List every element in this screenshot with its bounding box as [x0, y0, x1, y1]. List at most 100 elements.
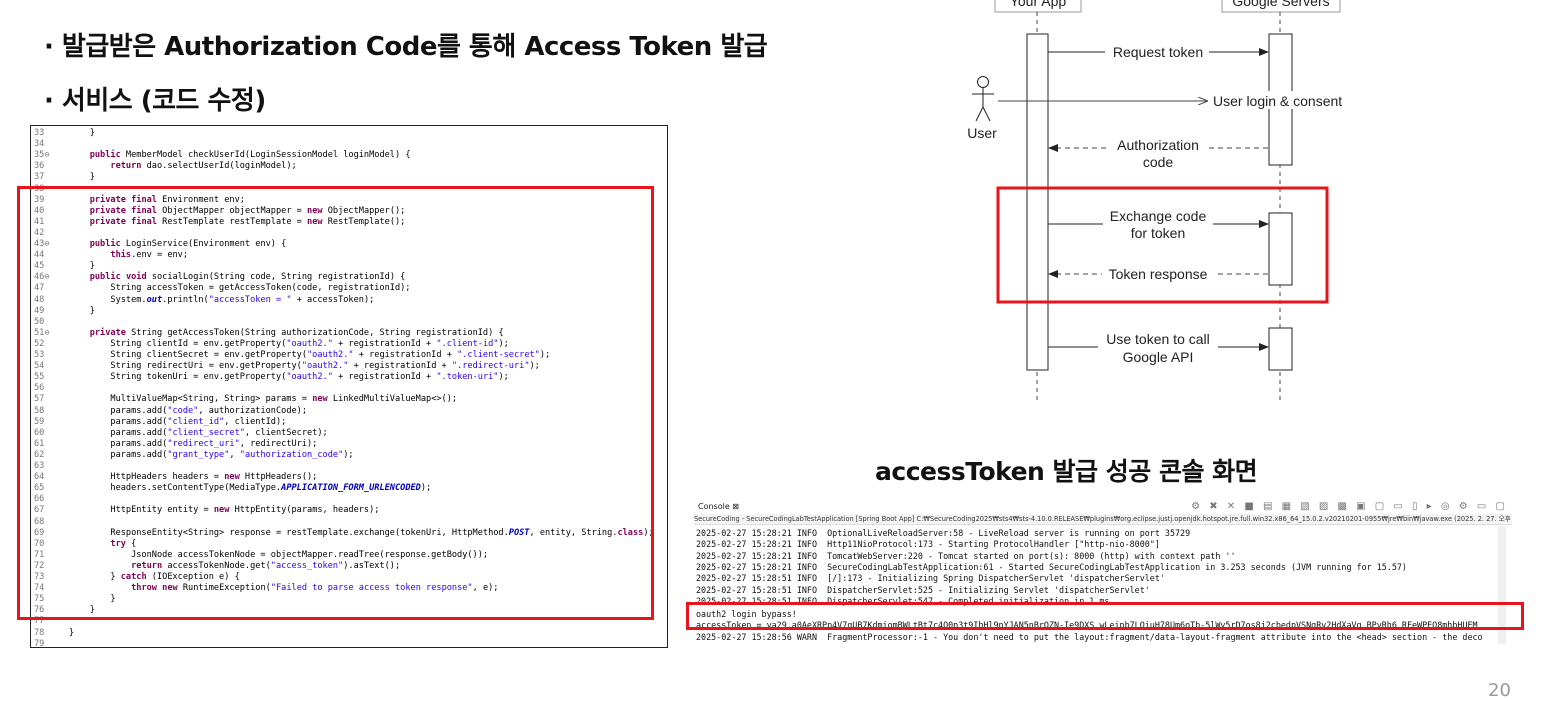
code-text: String clientId = env.getProperty("oauth… [69, 338, 509, 349]
code-line: 33 } [31, 128, 95, 139]
code-line: 51⊖ private String getAccessToken(String… [31, 328, 504, 339]
console-section-title: accessToken 발급 성공 콘솔 화면 [875, 457, 1258, 486]
code-line: 60 params.add("client_secret", clientSec… [31, 428, 328, 439]
code-line: 68 [31, 517, 69, 528]
code-line: 65 headers.setContentType(MediaType.APPL… [31, 483, 431, 494]
code-line: 43⊖ public LoginService(Environment env)… [31, 239, 286, 250]
code-line: 35⊖ public MemberModel checkUserId(Login… [31, 150, 411, 161]
code-line: 42 [31, 228, 69, 239]
code-text: public void socialLogin(String code, Str… [89, 272, 406, 283]
code-text: return accessTokenNode.get("access_token… [131, 560, 401, 571]
console-line: oauth2 login bypass! [696, 609, 797, 620]
console-toolbar-icons[interactable]: ⚙ ✖ ✕ ■ ▤ ▦ ▧ ▨ ▩ ▣ ▢ ▭ ▯ ▸ ◎ ⚙ ▭ ▢ [1191, 501, 1508, 512]
line-number: 60 [34, 427, 45, 438]
code-line: 59 params.add("client_id", clientId); [31, 417, 286, 428]
line-number: 52 [34, 338, 45, 349]
line-number: 53 [34, 350, 45, 360]
your-app-activation [1026, 33, 1049, 371]
code-line: 58 params.add("code", authorizationCode)… [31, 406, 307, 417]
code-text: JsonNode accessTokenNode = objectMapper.… [69, 549, 489, 560]
line-number: 68 [34, 516, 45, 527]
code-line: 47 String accessToken = getAccessToken(c… [31, 283, 410, 294]
line-number: 57 [34, 394, 45, 405]
google-activation-3 [1268, 327, 1293, 371]
google-servers-box [1221, 0, 1341, 13]
line-number: 59 [34, 416, 45, 427]
line-number: 70 [34, 538, 45, 549]
code-text: String redirectUri = env.getProperty("oa… [69, 361, 540, 372]
line-number: 79 [34, 638, 45, 648]
line-number: 55 [34, 372, 45, 383]
line-number: 71 [34, 549, 45, 560]
exchange-highlight-box [996, 186, 1329, 304]
code-line: 67 HttpEntity entity = new HttpEntity(pa… [31, 505, 379, 516]
code-text: params.add("grant_type", "authorization_… [69, 449, 354, 460]
console-scrollbar[interactable] [1498, 526, 1506, 644]
code-text: String accessToken = getAccessToken(code… [69, 283, 411, 294]
line-number: 36 [34, 161, 45, 172]
code-line: 63 [31, 461, 69, 472]
token-response-label: Token response [1109, 266, 1208, 282]
code-text: public MemberModel checkUserId(LoginSess… [89, 150, 411, 161]
code-text: private final Environment env; [89, 194, 245, 205]
line-number: 49 [34, 305, 45, 316]
console-line: 2025-02-27 15:28:21 INFO Http11NioProtoc… [696, 539, 1160, 550]
console-line: 2025-02-27 15:28:51 INFO [/]:173 - Initi… [696, 573, 1165, 584]
code-line: 75 } [31, 594, 116, 605]
line-number: 56 [34, 383, 45, 394]
code-text: } [69, 128, 95, 138]
code-text: params.add("redirect_uri", redirectUri); [69, 438, 318, 449]
code-line: 56 [31, 383, 69, 394]
code-text: params.add("client_id", clientId); [69, 416, 287, 427]
code-line: 54 String redirectUri = env.getProperty(… [31, 361, 540, 372]
code-text: throw new RuntimeException("Failed to pa… [131, 583, 499, 594]
code-line: 77 [31, 616, 69, 627]
code-line: 37 } [31, 172, 95, 183]
line-number: 42 [34, 227, 45, 238]
line-number: 41 [34, 216, 45, 227]
code-text: params.add("client_secret", clientSecret… [69, 427, 328, 438]
use-token-label-2: Google API [1123, 349, 1194, 365]
code-text: String tokenUri = env.getProperty("oauth… [69, 372, 509, 383]
line-number: 58 [34, 405, 45, 416]
line-number: 77 [34, 616, 45, 627]
code-line: 45 } [31, 261, 95, 272]
line-number: 48 [34, 294, 45, 305]
line-number: 34 [34, 139, 45, 150]
user-login-label: User login & consent [1213, 93, 1342, 109]
code-line: 64 HttpHeaders headers = new HttpHeaders… [31, 472, 317, 483]
code-text: } [69, 305, 95, 316]
line-number: 62 [34, 449, 45, 460]
oauth-sequence-diagram: Your App Google Servers User Request tok… [967, 0, 1356, 400]
console-line: 2025-02-27 15:28:56 WARN FragmentProcess… [696, 631, 1483, 642]
line-number: 66 [34, 494, 45, 505]
console-launch-path: SecureCoding - SecureCodingLabTestApplic… [694, 514, 1512, 525]
user-label: User [967, 125, 997, 141]
line-number: 43⊖ [34, 239, 50, 249]
code-text: } [69, 594, 116, 605]
code-text: } [69, 261, 95, 272]
line-number: 63 [34, 461, 45, 471]
code-text: System.out.println("accessToken = " + ac… [69, 294, 375, 305]
code-line: 71 JsonNode accessTokenNode = objectMapp… [31, 550, 488, 561]
authorization-code-label-1: Authorization [1117, 137, 1199, 153]
console-line: 2025-02-27 15:28:51 INFO DispatcherServl… [696, 584, 1150, 595]
request-token-label: Request token [1113, 44, 1203, 60]
code-text: private String getAccessToken(String aut… [89, 327, 504, 338]
code-line: 62 params.add("grant_type", "authorizati… [31, 450, 354, 461]
use-token-label-1: Use token to call [1106, 331, 1210, 347]
bullet-heading-1: · 발급받은 Authorization Code를 통해 Access Tok… [44, 32, 768, 62]
console-tab[interactable]: Console ⊠ [698, 502, 740, 511]
console-line: 2025-02-27 15:28:21 INFO TomcatWebServer… [696, 550, 1236, 561]
code-line: 78} [31, 628, 74, 639]
line-number: 35⊖ [34, 150, 50, 161]
console-line: accessToken = ya29.a0AeXRPp4V7qUB7Kdmiom… [696, 620, 1478, 631]
user-actor-icon [972, 76, 994, 122]
code-line: 57 MultiValueMap<String, String> params … [31, 394, 457, 405]
code-text: } catch (IOException e) { [69, 572, 240, 582]
line-number: 50 [34, 316, 45, 327]
line-number: 65 [34, 483, 45, 494]
code-text: public LoginService(Environment env) { [89, 239, 287, 249]
code-line: 40 private final ObjectMapper objectMapp… [31, 206, 405, 217]
